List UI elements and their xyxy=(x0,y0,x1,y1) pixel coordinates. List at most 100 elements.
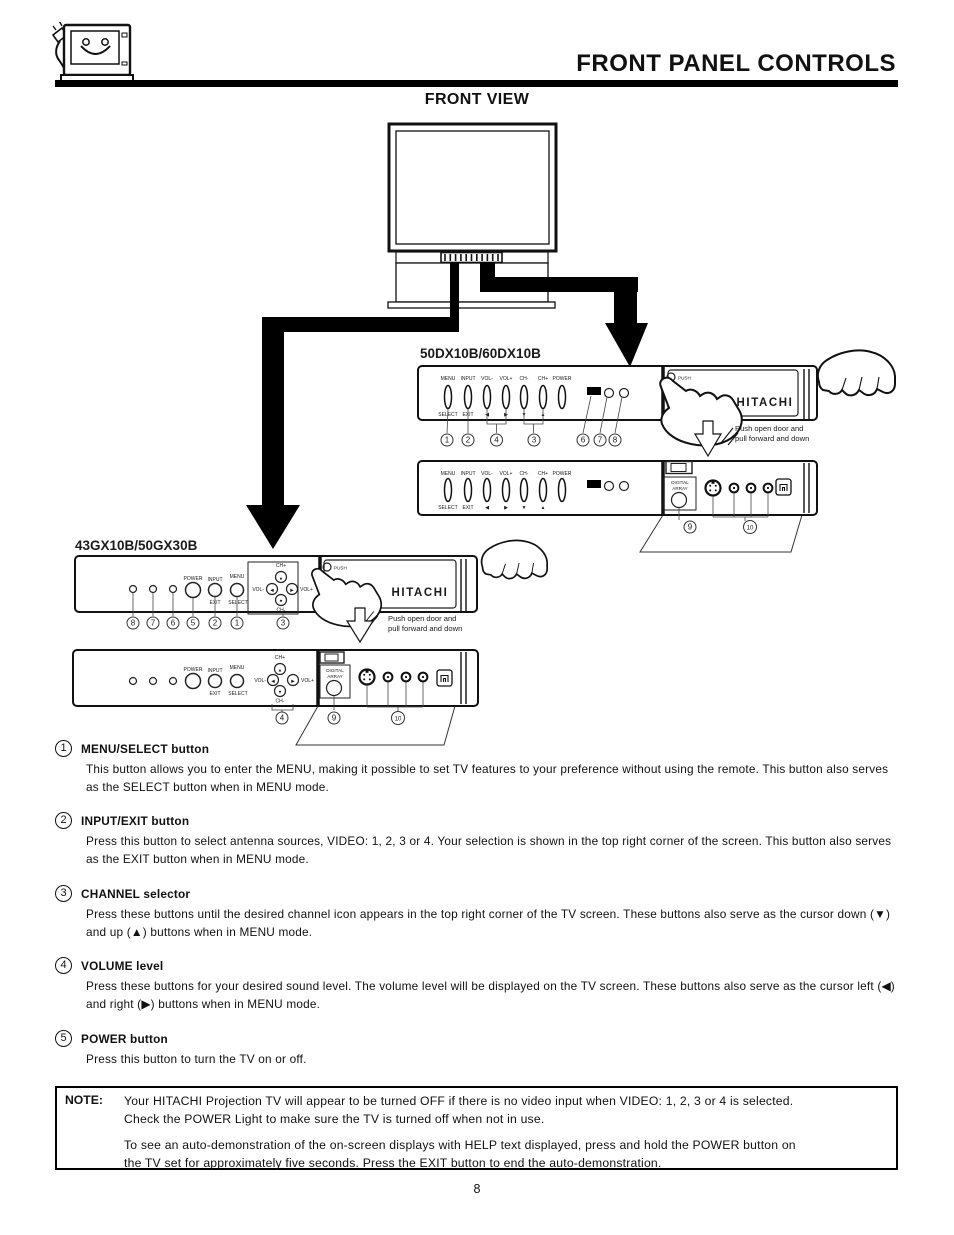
svg-text:4: 4 xyxy=(494,436,499,445)
svg-text:8: 8 xyxy=(613,436,618,445)
note-body: Your HITACHI Projection TV will appear t… xyxy=(124,1093,814,1181)
digital-array-sensor xyxy=(670,491,688,509)
open-door-arrow-icon xyxy=(693,420,723,458)
note-paragraph: To see an auto-demonstration of the on-s… xyxy=(124,1138,796,1170)
svg-text:▲: ▲ xyxy=(541,505,546,511)
digital-array-block xyxy=(319,664,351,699)
svg-text:SELECT: SELECT xyxy=(228,691,247,697)
svg-text:8: 8 xyxy=(131,619,136,628)
push-label: PUSH xyxy=(678,376,691,381)
door-push-button xyxy=(322,562,332,572)
svg-text:DIGITAL: DIGITAL xyxy=(326,668,344,673)
svg-text:◀: ◀ xyxy=(485,505,489,511)
svg-text:10: 10 xyxy=(747,524,754,531)
title-rule xyxy=(55,80,898,87)
indicator-light xyxy=(148,676,158,686)
input-exit-button xyxy=(207,673,223,689)
svg-text:10: 10 xyxy=(395,715,402,722)
svg-text:CH+: CH+ xyxy=(538,471,548,477)
svg-text:MENU: MENU xyxy=(441,471,456,477)
channel-down-button xyxy=(274,593,288,607)
rca-jack-icon xyxy=(400,671,412,683)
svg-text:3: 3 xyxy=(532,436,537,445)
callout-3: 3 xyxy=(276,616,290,630)
open-door-flap xyxy=(295,705,456,746)
section-body: Press this button to select antenna sour… xyxy=(86,834,892,866)
svg-text:2: 2 xyxy=(213,619,218,628)
channel-down-button xyxy=(273,684,287,698)
callout-4: 4 xyxy=(275,711,289,725)
open-door-flap xyxy=(639,514,803,553)
callout-10: 10 xyxy=(391,711,405,725)
volume-down-button xyxy=(266,673,280,687)
svg-text:SELECT: SELECT xyxy=(228,600,247,606)
svg-text:VOL-: VOL- xyxy=(254,678,266,684)
headphone-jack-icon xyxy=(775,478,792,496)
dx-oval-buttons xyxy=(443,384,567,410)
section-body: Press these buttons until the desired ch… xyxy=(86,907,891,939)
s-video-jack-icon xyxy=(704,479,722,497)
svg-text:POWER: POWER xyxy=(553,471,572,477)
svg-text:VOL-: VOL- xyxy=(252,587,264,593)
section-title: VOLUME level xyxy=(81,958,164,973)
callout-arrow-left xyxy=(246,262,459,549)
dx-oval-buttons xyxy=(443,477,567,503)
svg-text:▶: ▶ xyxy=(504,505,508,511)
section-input-exit: 2 INPUT/EXIT button Press this button to… xyxy=(55,812,900,868)
svg-text:◀: ◀ xyxy=(270,588,274,593)
svg-text:9: 9 xyxy=(688,523,693,532)
callout-2: 2 xyxy=(461,433,475,447)
section-title: MENU/SELECT button xyxy=(81,741,210,756)
svg-text:MENU: MENU xyxy=(441,376,456,382)
door-note: Push open door and xyxy=(735,424,803,433)
svg-text:pull forward and down: pull forward and down xyxy=(735,434,809,443)
svg-text:INPUT: INPUT xyxy=(461,376,476,382)
headphone-jack-icon xyxy=(436,669,453,687)
svg-text:INPUT: INPUT xyxy=(461,471,476,477)
channel-up-button xyxy=(274,570,288,584)
svg-text:SELECT: SELECT xyxy=(438,505,457,511)
volume-up-button xyxy=(285,582,299,596)
svg-text:INPUT: INPUT xyxy=(208,668,223,674)
svg-text:EXIT: EXIT xyxy=(462,505,473,511)
tv-mascot-icon xyxy=(51,22,134,84)
note-label: NOTE: xyxy=(65,1093,103,1107)
svg-text:4: 4 xyxy=(280,714,285,723)
indicator-light xyxy=(168,676,178,686)
svg-text:6: 6 xyxy=(171,619,176,628)
rca-jack-icon xyxy=(417,671,429,683)
svg-text:CH+: CH+ xyxy=(538,376,548,382)
svg-text:▲: ▲ xyxy=(278,668,282,673)
svg-text:ARRAY: ARRAY xyxy=(672,486,688,491)
svg-text:VOL-: VOL- xyxy=(481,376,493,382)
section-number-badge: 2 xyxy=(55,812,72,829)
svg-text:7: 7 xyxy=(151,619,156,628)
svg-text:VOL+: VOL+ xyxy=(300,587,313,593)
callout-6: 6 xyxy=(166,616,180,630)
model-label-dx: 50DX10B/60DX10B xyxy=(420,346,541,361)
section-title: INPUT/EXIT button xyxy=(81,813,190,828)
svg-text:MENU: MENU xyxy=(230,665,245,671)
channel-up-button xyxy=(273,662,287,676)
svg-text:VOL+: VOL+ xyxy=(301,678,314,684)
svg-text:▼: ▼ xyxy=(279,599,283,604)
svg-text:POWER: POWER xyxy=(553,376,572,382)
svg-text:▼: ▼ xyxy=(522,505,527,511)
open-door-arrow-icon xyxy=(345,607,375,644)
section-number-badge: 1 xyxy=(55,740,72,757)
power-light xyxy=(587,480,601,488)
sensor-window xyxy=(603,387,615,399)
rca-jack-icon xyxy=(745,482,757,494)
svg-text:1: 1 xyxy=(235,619,240,628)
svg-text:pull forward and down: pull forward and down xyxy=(388,624,462,633)
svg-text:▶: ▶ xyxy=(290,588,294,593)
section-channel-selector: 3 CHANNEL selector Press these buttons u… xyxy=(55,885,900,941)
section-body: This button allows you to enter the MENU… xyxy=(86,762,889,794)
door-note: Push open door and xyxy=(388,614,456,623)
door-latch xyxy=(319,651,345,664)
digital-array-block xyxy=(663,476,697,511)
callout-1: 1 xyxy=(230,616,244,630)
callout-1: 1 xyxy=(440,433,454,447)
